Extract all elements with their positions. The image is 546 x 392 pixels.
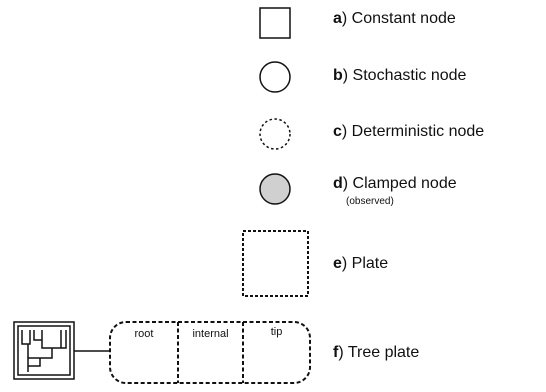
legend-key: f [333,344,339,361]
tree-plate-segment-root: root [134,328,154,340]
constant-node-symbol [259,7,291,39]
legend-label: ) Deterministic node [341,123,485,140]
legend-key: e [333,255,342,272]
legend-key: a [333,10,342,27]
deterministic-node-symbol [259,118,291,150]
legend-stochastic-node: b) Stochastic node [333,67,466,85]
legend-key: d [333,175,343,192]
legend-label: ) Clamped node [342,175,457,192]
tree-plate-segment-tip: tip [270,326,283,338]
tree-plate-segment-internal: internal [192,328,229,340]
clamped-node-symbol [259,173,291,205]
legend-clamped-node: d) Clamped node [333,175,457,193]
legend-key: b [333,67,343,84]
legend-key: c [333,123,342,140]
plate-symbol [242,230,309,297]
legend-tree-plate: f) Tree plate [333,344,419,362]
legend-plate: e) Plate [333,255,388,273]
legend-label: ) Constant node [341,10,456,27]
tree-icon [13,321,75,380]
tree-plate-symbol [109,321,311,384]
legend-label: ) Plate [341,255,389,272]
legend-constant-node: a) Constant node [333,10,456,28]
legend-clamped-note: (observed) [346,196,394,207]
legend-deterministic-node: c) Deterministic node [333,123,484,141]
legend-label: ) Stochastic node [342,67,467,84]
legend-label: ) Tree plate [338,344,420,361]
stochastic-node-symbol [259,61,291,93]
